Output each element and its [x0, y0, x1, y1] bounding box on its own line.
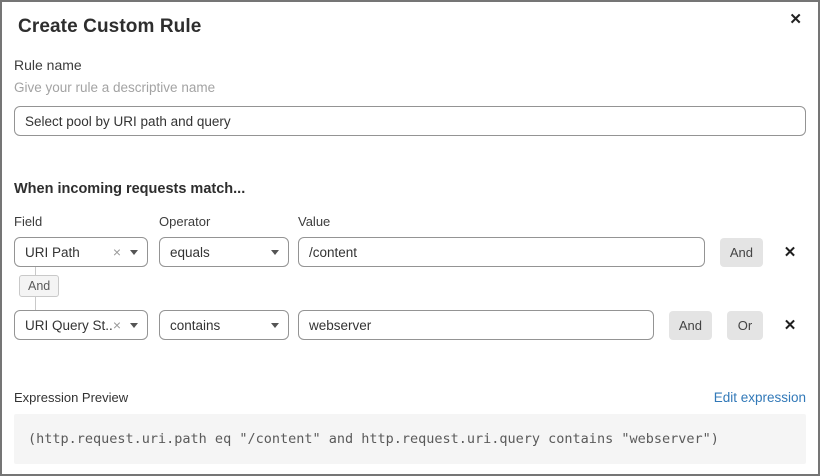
field-select-row1[interactable]: URI Path × — [14, 237, 148, 267]
field-select-row2[interactable]: URI Query St... × — [14, 310, 148, 340]
operator-select-row2[interactable]: contains — [159, 310, 289, 340]
connector-and-badge: And — [19, 275, 60, 297]
condition-row-1: URI Path × equals And ✕ — [14, 237, 806, 267]
clear-icon[interactable]: × — [112, 244, 121, 260]
condition-row-2: URI Query St... × contains And Or ✕ — [14, 310, 806, 340]
chevron-down-icon — [130, 249, 138, 255]
rule-name-input[interactable] — [14, 106, 806, 136]
operator-select-row1[interactable]: equals — [159, 237, 289, 267]
field-select-row2-value: URI Query St... — [25, 317, 113, 333]
chevron-down-icon — [271, 249, 279, 255]
operator-select-row2-value: contains — [170, 317, 221, 333]
or-button-row2[interactable]: Or — [727, 310, 763, 340]
value-column-label: Value — [298, 214, 331, 229]
value-input-row1[interactable] — [298, 237, 705, 267]
edit-expression-link[interactable]: Edit expression — [713, 390, 806, 405]
and-button-row2[interactable]: And — [668, 310, 712, 340]
close-icon[interactable]: ✕ — [785, 8, 806, 32]
page-title: Create Custom Rule — [18, 16, 202, 37]
expression-preview-box: (http.request.uri.path eq "/content" and… — [14, 414, 806, 464]
delete-row1-icon[interactable]: ✕ — [783, 243, 797, 261]
value-input-row2[interactable] — [298, 310, 654, 340]
rule-name-hint: Give your rule a descriptive name — [14, 80, 216, 95]
expression-header: Expression Preview Edit expression — [14, 390, 806, 405]
expression-preview-label: Expression Preview — [14, 390, 129, 405]
operator-select-row1-value: equals — [170, 244, 210, 260]
clear-icon[interactable]: × — [112, 317, 121, 333]
rule-name-label: Rule name — [14, 57, 82, 73]
chevron-down-icon — [130, 322, 138, 328]
row-connector: And — [19, 267, 63, 310]
chevron-down-icon — [271, 322, 279, 328]
operator-column-label: Operator — [159, 214, 211, 229]
condition-column-labels: Field Operator Value — [14, 214, 806, 229]
match-section-heading: When incoming requests match... — [14, 181, 246, 197]
field-select-row1-value: URI Path — [25, 244, 80, 260]
expression-preview-code: (http.request.uri.path eq "/content" and… — [28, 431, 719, 447]
field-column-label: Field — [14, 214, 43, 229]
and-button-row1[interactable]: And — [719, 237, 763, 267]
delete-row2-icon[interactable]: ✕ — [783, 316, 797, 334]
